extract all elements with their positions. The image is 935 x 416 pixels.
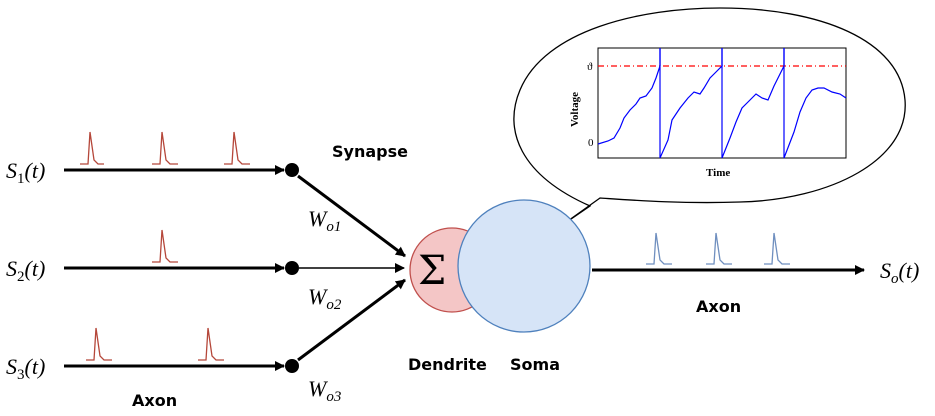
spike-s1-c xyxy=(224,131,250,165)
out-spike-c xyxy=(764,232,790,265)
spike-s2-a xyxy=(152,229,178,263)
soma-label: Soma xyxy=(510,355,560,374)
svg-text:S3(t): S3(t) xyxy=(6,354,45,383)
out-spike-a xyxy=(646,232,672,265)
weight-arrow-3 xyxy=(297,278,406,362)
spike-s1-b xyxy=(152,131,178,165)
input-label-1: S1(t) xyxy=(6,158,45,187)
weight-label-1: Wo1 xyxy=(308,206,341,235)
zero-tick: 0 xyxy=(588,137,594,149)
spike-s3-b xyxy=(198,327,224,361)
axon-output-label: Axon xyxy=(696,297,741,316)
plot-ylabel: Voltage xyxy=(569,92,581,127)
plot-xlabel: Time xyxy=(706,167,730,179)
weight-label-3: Wo3 xyxy=(308,376,341,405)
svg-text:S1(t): S1(t) xyxy=(6,158,45,187)
svg-text:Wo3: Wo3 xyxy=(308,376,341,405)
synapse-label: Synapse xyxy=(332,142,408,161)
sum-symbol: Σ xyxy=(418,248,446,294)
svg-text:Wo1: Wo1 xyxy=(308,206,341,235)
svg-text:S2(t): S2(t) xyxy=(6,256,45,285)
synapse-node-1 xyxy=(285,163,299,177)
dendrite-label: Dendrite xyxy=(408,355,487,374)
output-label: So(t) xyxy=(880,258,919,287)
weight-label-2: Wo2 xyxy=(308,284,342,313)
spike-s1-a xyxy=(80,131,104,165)
synapse-node-3 xyxy=(285,359,299,373)
spike-s3-a xyxy=(86,327,112,361)
voltage-plot: ϑ 0 Voltage Time xyxy=(569,47,847,179)
out-spike-b xyxy=(706,232,732,265)
input-label-3: S3(t) xyxy=(6,354,45,383)
threshold-tick: ϑ xyxy=(587,61,593,73)
weight-arrow-1 xyxy=(297,174,406,258)
svg-text:So(t): So(t) xyxy=(880,258,919,287)
output-spikes xyxy=(646,232,790,265)
input-label-2: S2(t) xyxy=(6,256,45,285)
axon-input-label: Axon xyxy=(132,391,177,410)
soma-circle xyxy=(457,199,591,333)
svg-text:Wo2: Wo2 xyxy=(308,284,342,313)
voltage-trace xyxy=(597,64,847,159)
synapse-node-2 xyxy=(285,261,299,275)
input-spikes xyxy=(80,131,250,361)
